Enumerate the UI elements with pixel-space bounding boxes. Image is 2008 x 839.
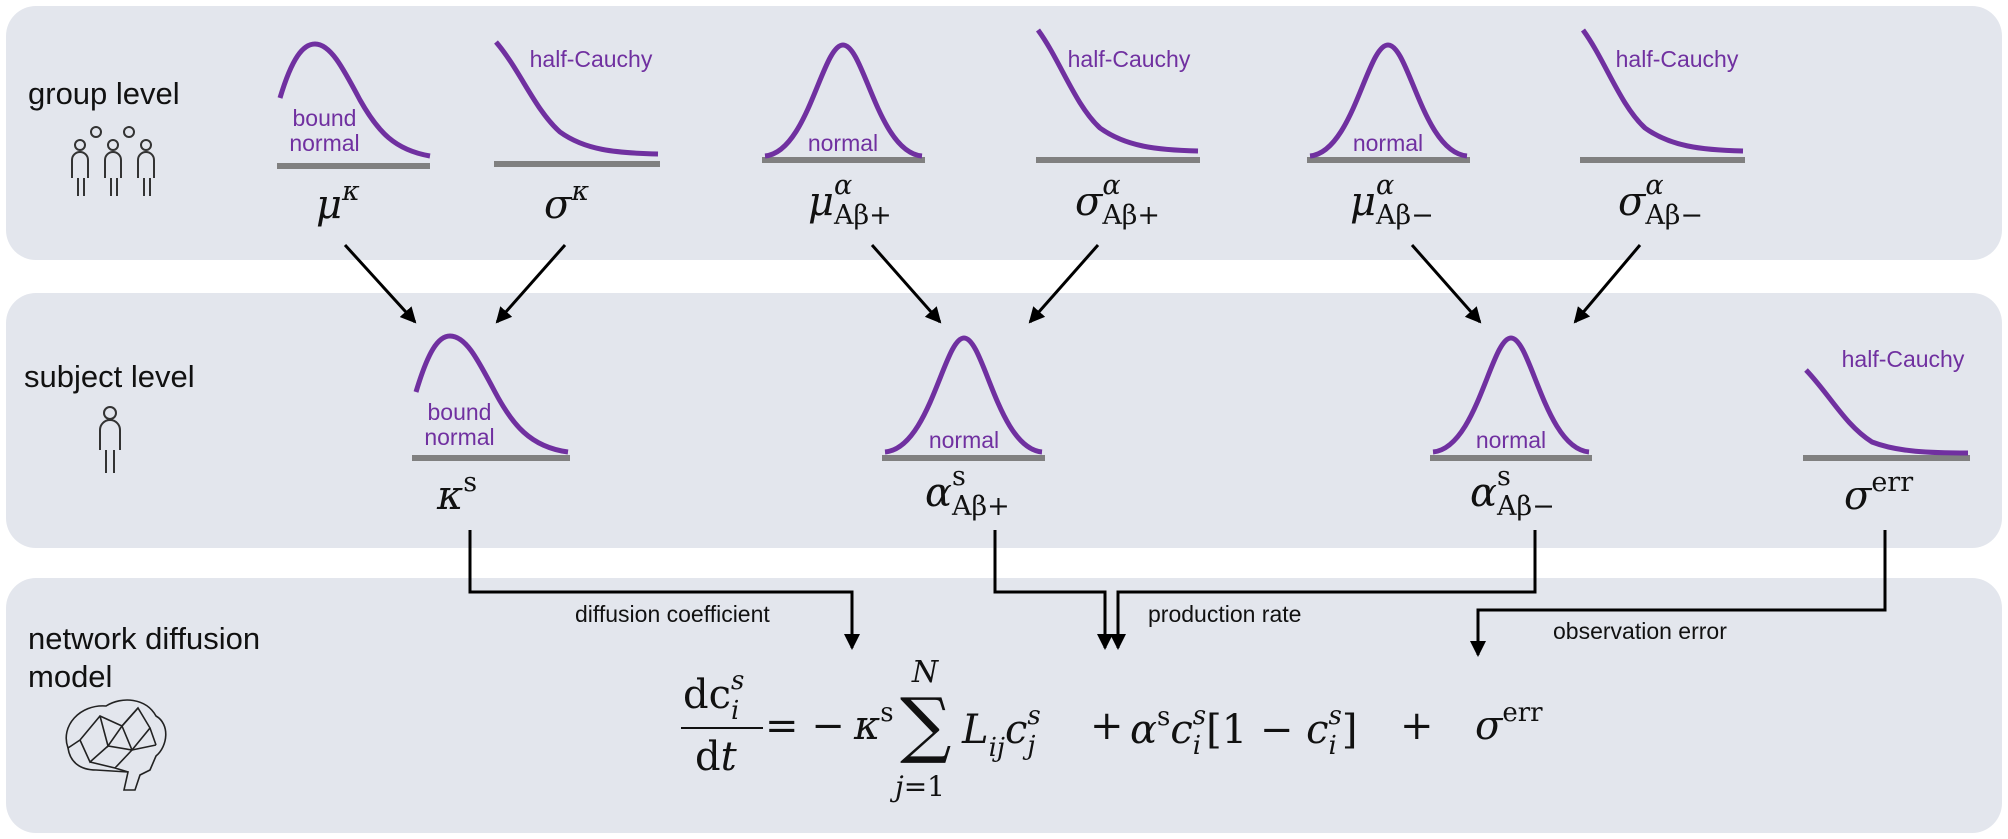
- person-icon: [99, 406, 121, 473]
- mu-kappa-dist: [277, 41, 431, 169]
- eq-equals-minus: = −: [765, 703, 845, 749]
- dist-label-bound-normal-subject: bound normal: [424, 399, 495, 450]
- subject-level-label: subject level: [24, 359, 195, 394]
- eq-fraction-bar: [681, 727, 763, 729]
- mu-alpha-plus-dist: [762, 42, 925, 163]
- group-level-panel: [6, 6, 2002, 260]
- label-production-rate: production rate: [1148, 601, 1302, 627]
- var-mu-kappa: μκ: [316, 176, 360, 228]
- alpha-s-plus-dist: [882, 335, 1045, 461]
- label-diffusion-coefficient: diffusion coefficient: [575, 601, 770, 627]
- network-model-panel: [6, 578, 2002, 833]
- eq-sum-sign: ∑: [900, 682, 952, 766]
- hierarchy-arrows: [343, 243, 1642, 324]
- sigma-alpha-minus-dist: [1580, 28, 1745, 163]
- dist-label-normal-4: normal: [1475, 427, 1547, 453]
- eq-plus: +: [1090, 703, 1124, 749]
- group-level-label: group level: [28, 76, 180, 111]
- mu-alpha-minus-dist: [1307, 42, 1470, 163]
- var-kappa-s: κs: [437, 467, 478, 519]
- dist-label-half-cauchy-4: half-Cauchy: [1841, 346, 1965, 372]
- dist-label-normal-3: normal: [928, 427, 1000, 453]
- label-observation-error: observation error: [1553, 618, 1727, 644]
- eq-sigma-err: σerr: [1475, 697, 1543, 749]
- sigma-kappa-dist: [494, 40, 660, 167]
- alpha-s-minus-dist: [1430, 335, 1592, 461]
- dist-label-half-cauchy-2: half-Cauchy: [1067, 46, 1191, 72]
- brain-network-icon: [65, 699, 167, 791]
- sigma-err-dist: [1803, 368, 1970, 461]
- dist-label-normal-2: normal: [1352, 130, 1424, 156]
- var-sigma-err: σerr: [1844, 467, 1914, 519]
- people-group-icon: [71, 126, 155, 196]
- var-sigma-kappa: σκ: [544, 176, 590, 228]
- kappa-s-dist: [412, 333, 570, 461]
- sigma-alpha-plus-dist: [1035, 28, 1200, 163]
- eq-denominator: dt: [695, 734, 737, 780]
- model-connectors: [468, 530, 1887, 657]
- eq-kappa-s: κs: [854, 697, 894, 749]
- dist-label-bound-normal-group: bound normal: [289, 105, 360, 156]
- eq-sum-upper: N: [911, 655, 939, 690]
- dist-label-normal-1: normal: [807, 130, 879, 156]
- network-model-label: network diffusion model: [28, 621, 261, 694]
- eq-plus-2: +: [1400, 703, 1434, 749]
- dist-label-half-cauchy-1: half-Cauchy: [529, 46, 653, 72]
- dist-label-half-cauchy-3: half-Cauchy: [1615, 46, 1739, 72]
- eq-sum-lower: j=1: [895, 770, 945, 803]
